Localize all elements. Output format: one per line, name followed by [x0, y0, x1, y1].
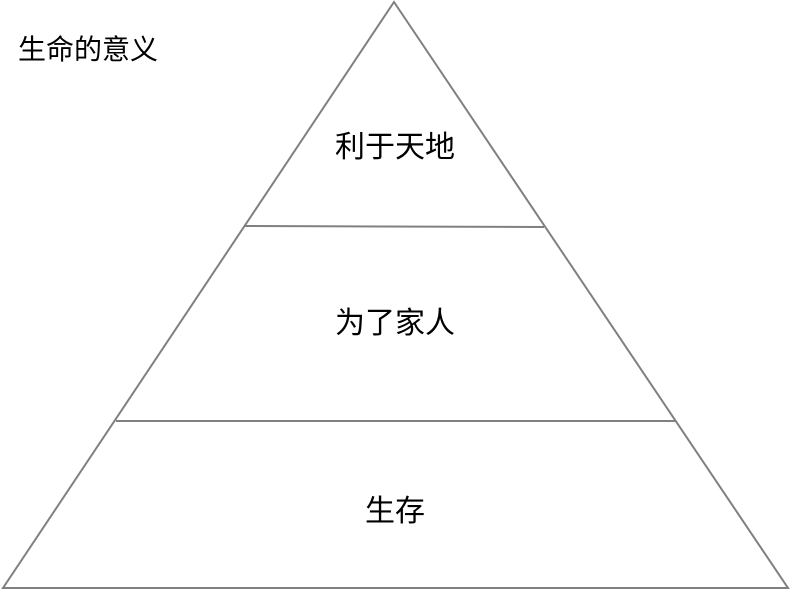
tier-label-bottom: 生存	[365, 494, 425, 529]
diagram-title: 生命的意义	[18, 33, 159, 66]
tier-label-middle: 为了家人	[335, 306, 455, 341]
tier-divider-upper	[243, 225, 545, 228]
tier-label-top: 利于天地	[335, 130, 455, 165]
